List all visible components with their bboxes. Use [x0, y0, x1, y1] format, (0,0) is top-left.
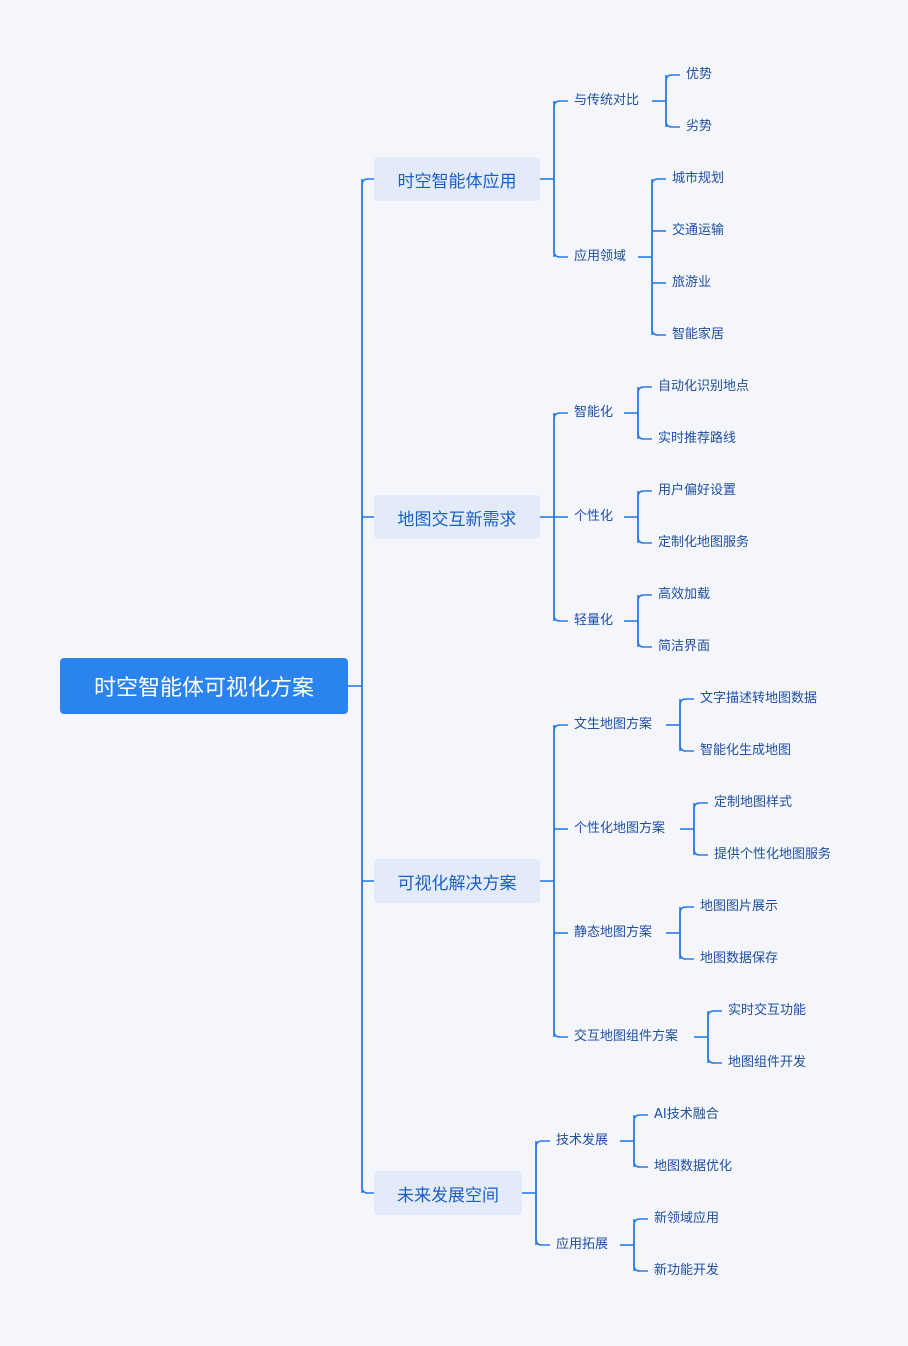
subtopic-node[interactable]: 技术发展: [556, 1133, 609, 1148]
connector-line: [637, 594, 652, 621]
subtopic-node[interactable]: 静态地图方案: [574, 925, 653, 940]
connector-line: [361, 686, 374, 1194]
connector-line: [633, 1141, 648, 1168]
connector-line: [665, 74, 680, 101]
connector-line: [633, 1114, 648, 1141]
connector-line: [679, 725, 694, 752]
connector-line: [535, 1193, 550, 1246]
leaf-node[interactable]: 文字描述转地图数据: [700, 691, 818, 706]
root-label: 时空智能体可视化方案: [93, 676, 314, 701]
leaf-node[interactable]: 实时交互功能: [728, 1003, 807, 1018]
leaf-node[interactable]: 旅游业: [672, 275, 712, 290]
subtopic-node[interactable]: 与传统对比: [574, 93, 640, 108]
subtopic-node[interactable]: 个性化: [574, 509, 614, 524]
connector-line: [553, 412, 568, 517]
connector-line: [633, 1218, 648, 1245]
subtopic-node[interactable]: 轻量化: [574, 613, 614, 628]
connector-line: [553, 179, 568, 258]
subtopic-node[interactable]: 应用领域: [574, 249, 627, 264]
root-node[interactable]: 时空智能体可视化方案: [60, 658, 348, 714]
connector-line: [707, 1037, 722, 1064]
leaf-node[interactable]: 地图数据保存: [700, 951, 779, 966]
connector-line: [637, 517, 652, 544]
branch-node[interactable]: 时空智能体应用: [374, 157, 540, 201]
connector-line: [553, 724, 568, 881]
leaf-node[interactable]: 自动化识别地点: [658, 379, 750, 394]
connector-line: [361, 178, 374, 686]
connector-line: [535, 1140, 550, 1193]
leaf-node[interactable]: 城市规划: [672, 171, 725, 186]
connector-line: [651, 178, 666, 257]
leaf-node[interactable]: 交通运输: [672, 223, 725, 238]
connector-line: [553, 517, 568, 622]
branch-label: 可视化解决方案: [397, 873, 517, 894]
leaf-node[interactable]: 智能家居: [672, 327, 725, 342]
connector-line: [553, 881, 568, 1038]
leaf-node[interactable]: 地图组件开发: [728, 1055, 807, 1070]
leaf-node[interactable]: 定制地图样式: [714, 795, 793, 810]
leaf-node[interactable]: 简洁界面: [658, 639, 711, 654]
connector-line: [637, 490, 652, 517]
connector-line: [693, 802, 708, 829]
connector-line: [553, 100, 568, 179]
leaf-node[interactable]: 劣势: [686, 119, 713, 134]
connector-line: [679, 906, 694, 933]
branch-node[interactable]: 地图交互新需求: [374, 495, 540, 539]
connector-line: [693, 829, 708, 856]
connector-line: [637, 413, 652, 440]
leaf-node[interactable]: 新领域应用: [654, 1211, 720, 1226]
leaf-node[interactable]: 提供个性化地图服务: [714, 847, 832, 862]
leaf-node[interactable]: 实时推荐路线: [658, 431, 737, 446]
leaf-node[interactable]: 地图图片展示: [700, 899, 779, 914]
subtopic-node[interactable]: 应用拓展: [556, 1237, 609, 1252]
leaf-node[interactable]: 高效加载: [658, 587, 711, 602]
connector-line: [651, 257, 666, 336]
subtopic-node[interactable]: 交互地图组件方案: [574, 1029, 679, 1044]
leaf-node[interactable]: 用户偏好设置: [658, 483, 737, 498]
connector-line: [679, 933, 694, 960]
subtopic-node[interactable]: 文生地图方案: [574, 717, 653, 732]
leaf-node[interactable]: 智能化生成地图: [700, 743, 792, 758]
subtopic-node[interactable]: 个性化地图方案: [574, 821, 666, 836]
leaf-node[interactable]: 新功能开发: [654, 1263, 720, 1278]
connector-line: [665, 101, 680, 128]
branch-node[interactable]: 未来发展空间: [374, 1171, 522, 1215]
connector-line: [707, 1010, 722, 1037]
connector-line: [633, 1245, 648, 1272]
connector-line: [679, 698, 694, 725]
branch-label: 地图交互新需求: [397, 509, 517, 530]
leaf-node[interactable]: 地图数据优化: [654, 1159, 733, 1174]
leaf-node[interactable]: 定制化地图服务: [658, 535, 750, 550]
branch-label: 时空智能体应用: [397, 171, 517, 192]
leaf-node[interactable]: AI技术融合: [654, 1107, 719, 1122]
connector-line: [637, 621, 652, 648]
subtopic-node[interactable]: 智能化: [574, 405, 614, 420]
branch-label: 未来发展空间: [397, 1185, 499, 1206]
branch-node[interactable]: 可视化解决方案: [374, 859, 540, 903]
leaf-node[interactable]: 优势: [686, 67, 713, 82]
connector-line: [637, 386, 652, 413]
